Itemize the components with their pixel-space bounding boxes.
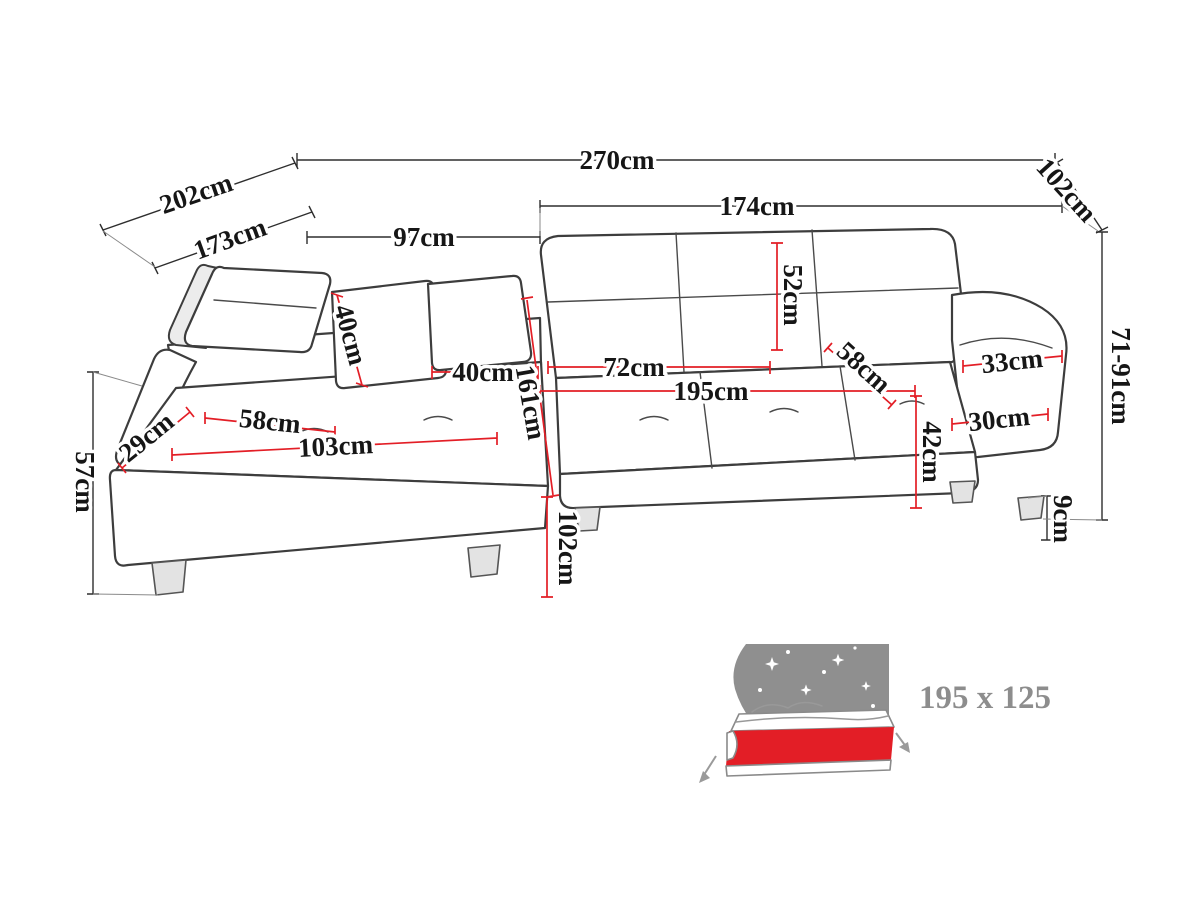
dim-label-pillow-width: 40cm bbox=[452, 357, 514, 387]
dim-label-right-depth: 102cm bbox=[1030, 152, 1103, 228]
leg-chaise-right bbox=[467, 544, 501, 578]
dim-label-seat-segment: 72cm bbox=[603, 352, 665, 382]
dim-label-sleeping-width: 195cm bbox=[674, 376, 749, 406]
right-armrest-seam bbox=[959, 337, 1053, 349]
pillow-left bbox=[330, 279, 448, 390]
dim-label-seat-height: 42cm bbox=[917, 421, 947, 483]
chaise-front-face bbox=[108, 468, 550, 567]
dim-line-42 bbox=[910, 395, 922, 509]
leg-right bbox=[949, 480, 976, 504]
headrest-panel bbox=[183, 265, 332, 354]
leg-front-center bbox=[574, 506, 601, 532]
dim-line-29 bbox=[117, 406, 195, 474]
red-dimension-lines bbox=[117, 242, 1063, 598]
dim-label-left-inner: 173cm bbox=[190, 211, 271, 265]
dim-line-102-bottom bbox=[541, 496, 553, 598]
dim-label-left-outer: 202cm bbox=[156, 167, 237, 220]
dim-line-173 bbox=[151, 205, 316, 275]
sleeping-function-icon: 195 x 125 bbox=[699, 644, 1051, 783]
stars bbox=[758, 646, 875, 708]
dim-label-backrest-height: 52cm bbox=[778, 264, 808, 326]
sofa-drawing bbox=[108, 227, 1068, 596]
bed-pillows bbox=[735, 701, 889, 723]
headrest-seam bbox=[213, 299, 317, 309]
dim-line-52 bbox=[771, 242, 783, 351]
extension-lines bbox=[92, 205, 1103, 596]
dim-line-72 bbox=[547, 361, 771, 374]
dim-label-leg-height: 9cm bbox=[1048, 495, 1078, 543]
leg-far-right bbox=[1017, 495, 1045, 521]
dim-label-chaise-seat-length: 103cm bbox=[297, 429, 374, 463]
black-dimension-lines bbox=[87, 153, 1109, 596]
pillow-right bbox=[426, 274, 533, 372]
leg-chaise-front bbox=[151, 559, 187, 596]
dim-label-back-left: 97cm bbox=[393, 222, 455, 252]
backrest-seams bbox=[547, 229, 959, 373]
bed-sheet-corner bbox=[726, 730, 738, 761]
dim-label-total-height: 71-91cm bbox=[1106, 327, 1136, 425]
fold-out-arrows bbox=[699, 732, 910, 783]
dim-line-174 bbox=[539, 200, 1063, 213]
main-backrest bbox=[539, 227, 970, 380]
bed-size-label: 195 x 125 bbox=[919, 680, 1051, 716]
bed-mattress-front bbox=[726, 727, 894, 766]
dim-label-chaise-front-width: 102cm bbox=[553, 511, 583, 586]
dim-line-58-right bbox=[823, 342, 897, 410]
dim-label-side-height: 57cm bbox=[70, 451, 100, 513]
dim-line-30 bbox=[951, 408, 1049, 431]
dim-line-40a bbox=[330, 292, 369, 388]
dim-line-33 bbox=[962, 350, 1063, 373]
dim-line-103 bbox=[171, 432, 498, 461]
dim-line-58-left bbox=[204, 412, 336, 438]
main-seat-seams bbox=[639, 365, 925, 469]
dim-label-top-width: 270cm bbox=[580, 145, 655, 175]
dim-line-270 bbox=[296, 153, 1056, 167]
dim-line-202 bbox=[99, 156, 299, 237]
dim-label-back-right: 174cm bbox=[720, 191, 795, 221]
bed-base bbox=[725, 759, 892, 777]
